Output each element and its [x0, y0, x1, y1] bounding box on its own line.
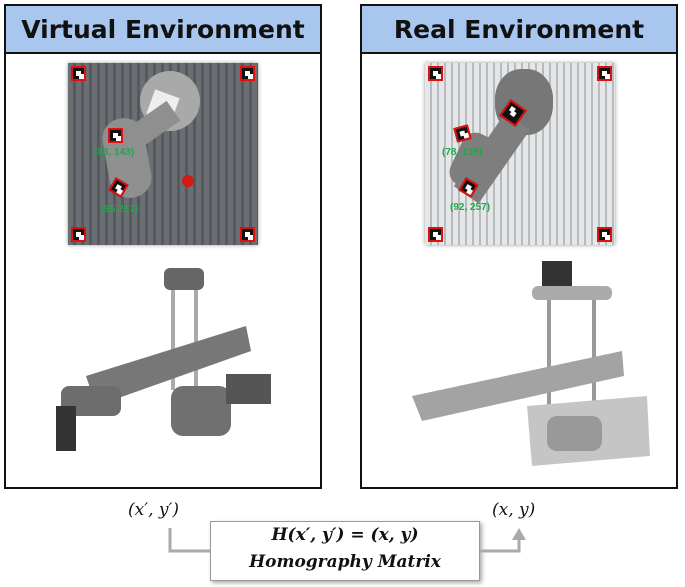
panel-title: Virtual Environment — [6, 6, 320, 54]
homography-equation: H(x′, y′) = (x, y) — [271, 525, 419, 545]
marker-coordinate: (78, 139) — [442, 147, 483, 158]
virtual-top-view-image: (83, 143) (95,267) — [68, 63, 258, 245]
marker-coordinate: (83, 143) — [94, 147, 135, 158]
marker-coordinate: (95,267) — [101, 204, 139, 215]
real-top-view-image: (78, 139) (92, 257) — [425, 63, 615, 245]
arrow-head-icon — [512, 528, 526, 540]
virtual-robot-image — [56, 268, 271, 451]
homography-box: H(x′, y′) = (x, y) Homography Matrix — [210, 521, 480, 581]
source-coordinates: (x′, y′) — [128, 500, 179, 520]
real-environment-panel: Real Environment (78, 139) (92, 257) — [360, 4, 678, 489]
real-robot-image — [412, 261, 650, 466]
target-coordinates: (x, y) — [492, 500, 536, 520]
homography-label: Homography Matrix — [249, 552, 441, 572]
marker-coordinate: (92, 257) — [450, 202, 491, 213]
panel-title: Real Environment — [362, 6, 676, 54]
virtual-environment-panel: Virtual Environment (83, 143) (95,267) — [4, 4, 322, 489]
